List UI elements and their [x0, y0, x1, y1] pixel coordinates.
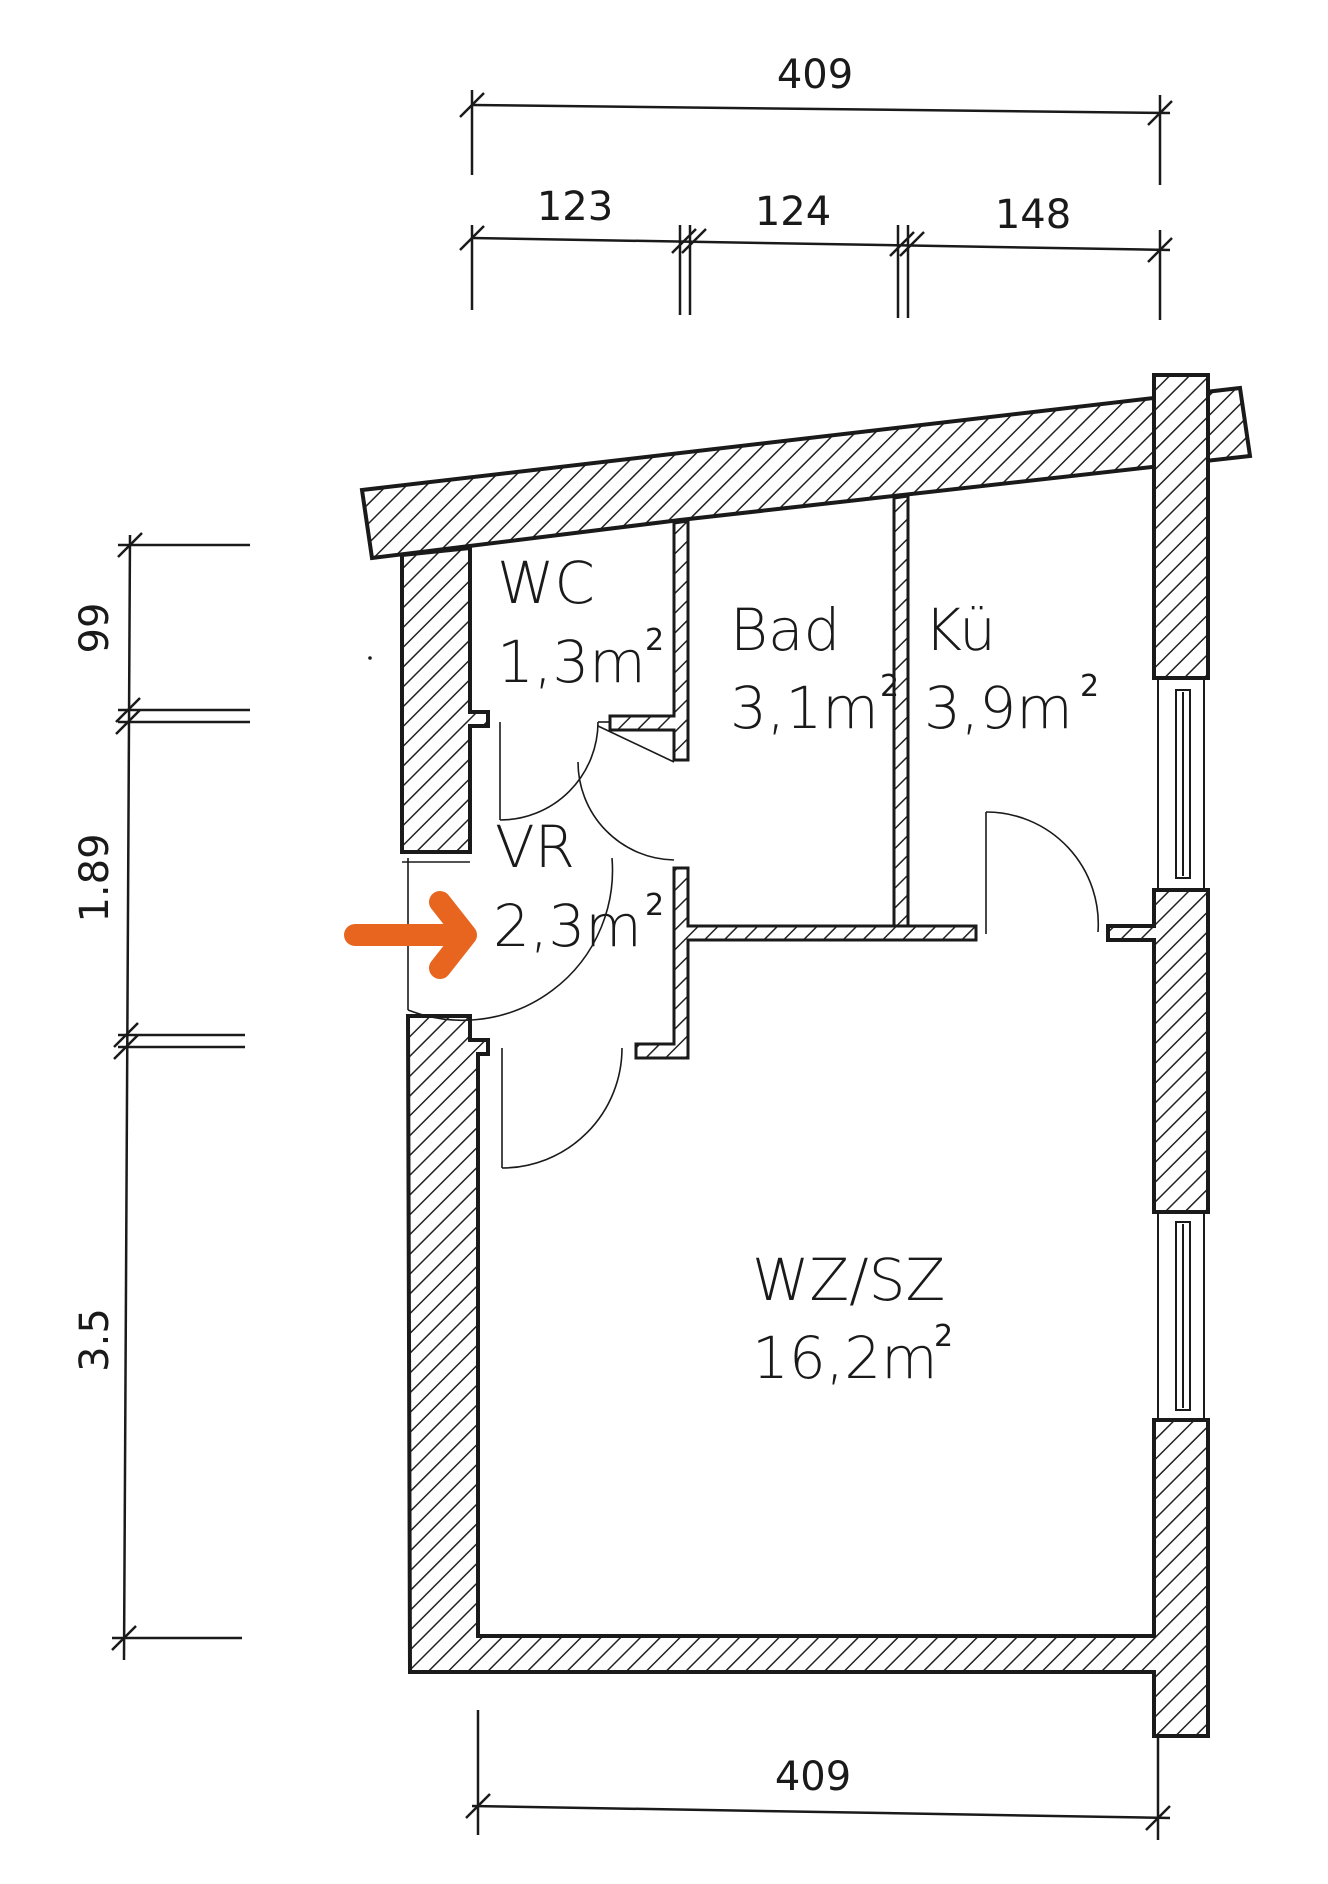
door-bad: [577, 725, 675, 861]
dim-bottom-total: [465, 1710, 1171, 1840]
wall-right-top: [1152, 373, 1210, 680]
room-wz-name: WZ/SZ: [752, 1246, 945, 1314]
room-wc-name: WC: [497, 549, 595, 617]
room-vr-sup: 2: [645, 888, 664, 923]
door-wc: [499, 721, 610, 821]
wall-left-lower: [405, 1014, 1210, 1738]
partition-bad-bottom: [634, 866, 978, 1060]
room-vr-name: VR: [495, 813, 575, 881]
dim-left: [111, 532, 250, 1661]
partition-bad-kue: [892, 494, 910, 930]
window-wz: [1157, 1214, 1205, 1418]
room-vr-area: 2,3m: [493, 892, 642, 960]
wall-right-middle: [1106, 888, 1210, 1214]
room-wc-sup: 2: [645, 623, 664, 658]
room-bad-sup: 2: [880, 669, 899, 704]
door-kue: [985, 811, 1100, 934]
room-wz-area: 16,2m: [752, 1324, 938, 1392]
partitions: [608, 494, 978, 1060]
dim-top-seg-3-label: 148: [995, 192, 1071, 238]
room-kue-area: 3,9m: [924, 674, 1073, 742]
room-wc: WC 1,3m 2: [497, 549, 664, 696]
room-bad-area: 3,1m: [730, 674, 879, 742]
doors: [402, 721, 1100, 1169]
room-wc-area: 1,3m: [497, 628, 646, 696]
dimension-lines: [111, 90, 1173, 1840]
dim-left-seg-1-label: 99: [72, 603, 118, 654]
room-kue-name: Kü: [924, 596, 996, 664]
room-vr: VR 2,3m 2: [493, 813, 664, 960]
stray-dot: [368, 656, 372, 660]
dim-top-total-label: 409: [777, 52, 853, 98]
dim-top-seg-2-label: 124: [755, 189, 831, 235]
wall-left-upper: [400, 545, 490, 854]
windows: [1157, 680, 1205, 1418]
room-wz-sz: WZ/SZ 16,2m 2: [752, 1246, 953, 1392]
room-kue: Kü 3,9m 2: [924, 596, 1099, 742]
dim-left-seg-2-label: 1.89: [72, 833, 118, 922]
dim-top-seg-1-label: 123: [537, 184, 613, 230]
arrow-right-icon: [344, 891, 477, 979]
room-bad: Bad 3,1m 2: [730, 596, 899, 742]
dim-top-segments: [459, 225, 1173, 320]
room-wz-sup: 2: [934, 1319, 953, 1354]
dim-bottom-total-label: 409: [775, 1754, 851, 1800]
wall-top-slanted: [359, 385, 1253, 561]
room-kue-sup: 2: [1080, 669, 1099, 704]
dim-top-total: [459, 90, 1173, 185]
walls: [359, 373, 1253, 1738]
window-kue: [1157, 680, 1205, 888]
room-bad-name: Bad: [730, 596, 840, 664]
dim-left-seg-3-label: 3.5: [72, 1308, 118, 1372]
partition-wc-bad: [608, 519, 690, 762]
door-wz-left: [501, 1047, 623, 1169]
